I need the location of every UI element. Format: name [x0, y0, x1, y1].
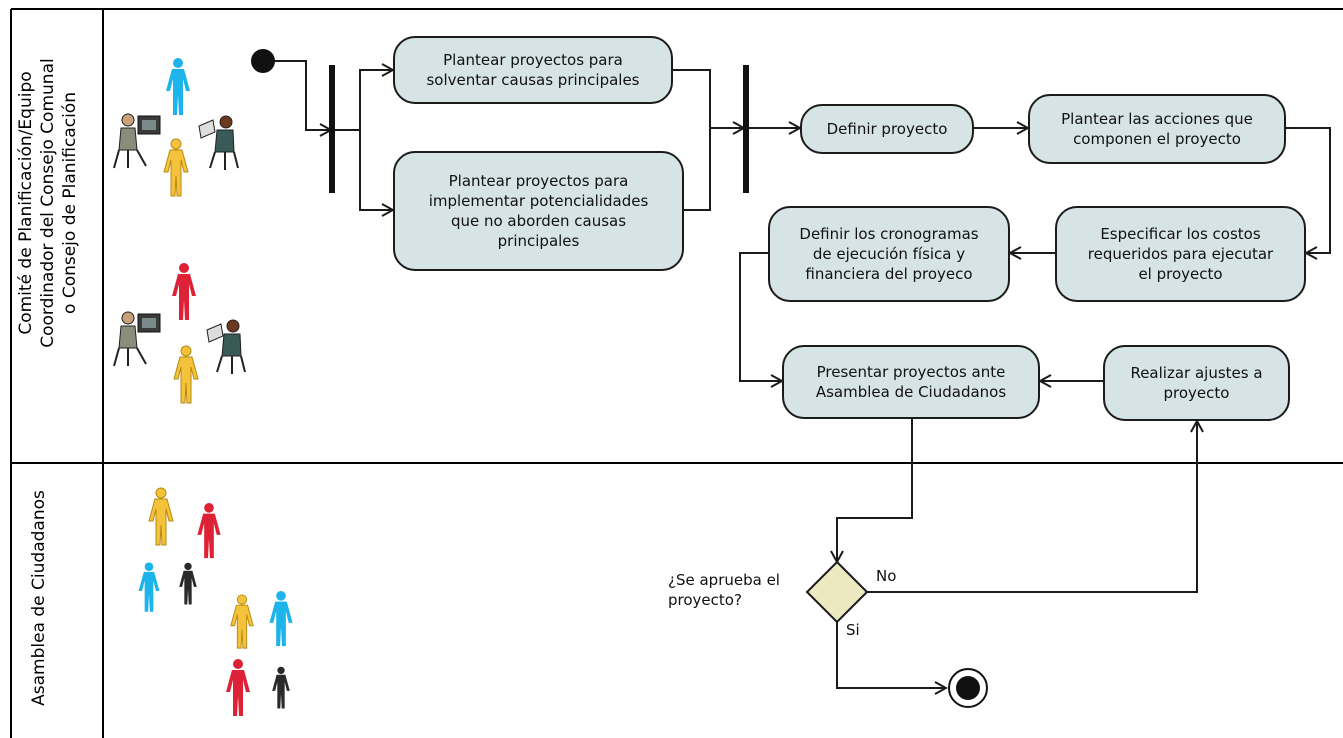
activity-propose-potentialities: Plantear proyectos para implementar pote… [393, 151, 684, 271]
decision-no-label: No [876, 567, 897, 585]
lane-label-assembly: Asamblea de Ciudadanos [29, 490, 49, 706]
decision-question: ¿Se aprueba el proyecto? [668, 571, 780, 609]
flow-fork-to-a2 [359, 130, 393, 210]
decision-diamond [805, 560, 869, 624]
flow-a1-to-join [673, 69, 744, 128]
person-icon [197, 502, 221, 559]
activity-adjust-project: Realizar ajustes a proyecto [1103, 345, 1290, 421]
person-icon [166, 58, 190, 115]
person-icon [148, 487, 174, 546]
join-bar [743, 65, 749, 193]
person-icon [272, 666, 290, 709]
person-icon [163, 138, 189, 197]
initial-node-icon [251, 49, 275, 73]
connectors [272, 60, 1331, 688]
person-icon [179, 562, 197, 605]
person-icon [269, 590, 293, 647]
decision-yes-label: Si [846, 621, 860, 639]
activity-plan-actions: Plantear las acciones que componen el pr… [1028, 94, 1286, 164]
flow-decision-yes [836, 622, 946, 688]
fork-bar [329, 65, 335, 193]
laptop-worker-icon [198, 115, 239, 170]
activity-propose-main-causes: Plantear proyectos para solventar causas… [393, 36, 673, 104]
flow-a2-to-join [684, 128, 711, 211]
lane-label-planning: Comité de Planificación/Equipo Coordinad… [16, 58, 80, 348]
flow-a6-to-a7 [739, 252, 782, 381]
laptop-worker-icon [206, 319, 246, 374]
flow-a7-to-decision [837, 419, 913, 562]
person-icon [138, 562, 160, 612]
activity-specify-costs: Especificar los costos requeridos para e… [1055, 206, 1306, 302]
swimlane-frame [10, 8, 1343, 738]
person-icon [173, 345, 199, 404]
flow-fork-to-a1 [333, 70, 393, 131]
activity-define-schedules: Definir los cronogramas de ejecución fís… [768, 206, 1010, 302]
person-icon [230, 594, 254, 649]
flow-start-to-fork [272, 60, 331, 130]
flow-a4-to-a5 [1286, 127, 1331, 253]
computer-worker-icon [113, 311, 161, 367]
flow-decision-no [865, 421, 1197, 593]
activity-define-project: Definir proyecto [800, 104, 974, 154]
person-icon [226, 659, 250, 716]
final-node-icon [948, 668, 988, 708]
person-icon [172, 263, 196, 320]
activity-present-projects: Presentar proyectos ante Asamblea de Ciu… [782, 345, 1040, 419]
computer-worker-icon [113, 113, 161, 169]
